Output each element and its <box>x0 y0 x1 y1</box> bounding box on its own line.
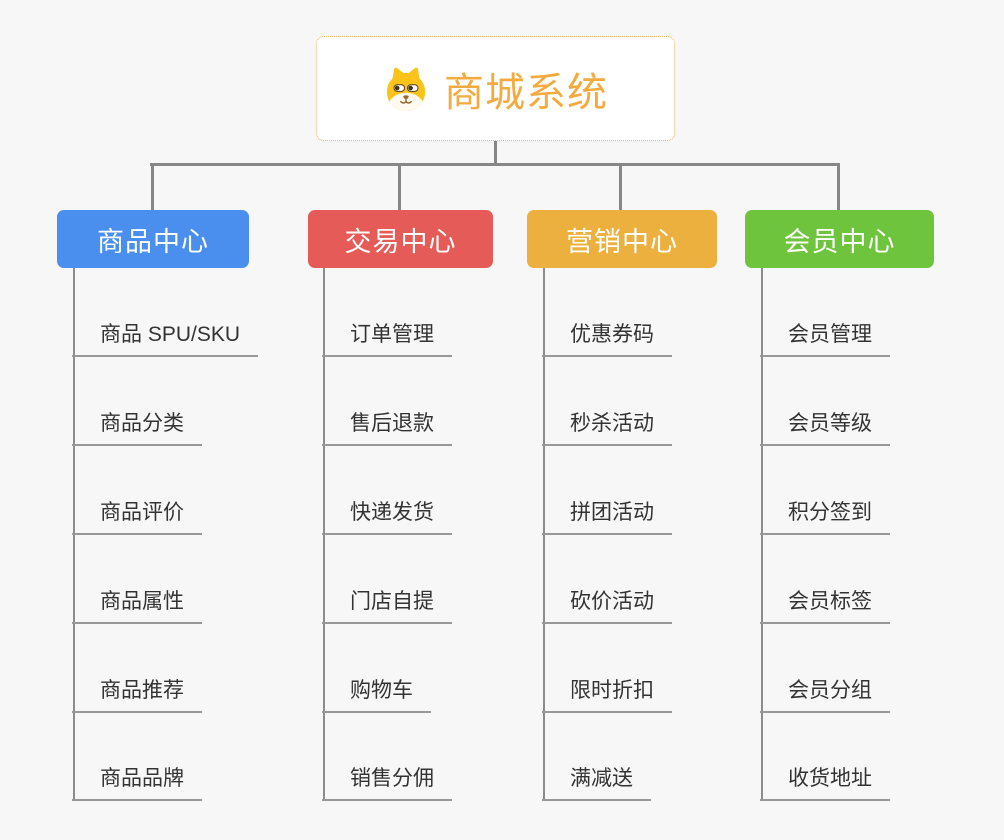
leaf-node[interactable]: 限时折扣 <box>542 677 672 713</box>
leaf-node[interactable]: 商品分类 <box>72 410 202 446</box>
connector-bus <box>150 163 840 166</box>
leaf-node[interactable]: 拼团活动 <box>542 499 672 535</box>
leaf-node[interactable]: 快递发货 <box>322 499 452 535</box>
leaf-node[interactable]: 会员标签 <box>760 588 890 624</box>
leaf-node[interactable]: 会员分组 <box>760 677 890 713</box>
branch-label: 会员中心 <box>783 226 896 257</box>
branch-node-members[interactable]: 会员中心 <box>745 210 934 268</box>
branch-label: 交易中心 <box>344 226 457 257</box>
leaf-node[interactable]: 商品评价 <box>72 499 202 535</box>
leaf-node[interactable]: 会员等级 <box>760 410 890 446</box>
leaf-node[interactable]: 砍价活动 <box>542 588 672 624</box>
connector-drop-trade <box>398 163 401 211</box>
leaf-node[interactable]: 订单管理 <box>322 321 452 357</box>
leaf-node[interactable]: 商品 SPU/SKU <box>72 321 259 357</box>
leaf-node[interactable]: 商品属性 <box>72 588 202 624</box>
leaf-node[interactable]: 积分签到 <box>760 499 890 535</box>
leaf-node[interactable]: 优惠券码 <box>542 321 672 357</box>
branch-node-products[interactable]: 商品中心 <box>57 210 249 268</box>
leaf-node[interactable]: 购物车 <box>322 677 431 713</box>
leaf-node[interactable]: 会员管理 <box>760 321 890 357</box>
branch-node-marketing[interactable]: 营销中心 <box>527 210 717 268</box>
branch-label: 营销中心 <box>566 226 678 257</box>
leaf-node[interactable]: 售后退款 <box>322 410 452 446</box>
connector-root-stub <box>494 141 497 164</box>
dog-face-icon <box>386 67 426 111</box>
leaf-node[interactable]: 满减送 <box>542 765 651 801</box>
root-title: 商城系统 <box>444 70 608 115</box>
leaf-node[interactable]: 门店自提 <box>322 588 452 624</box>
connector-drop-products <box>151 163 154 211</box>
connector-drop-members <box>837 163 840 211</box>
leaf-node[interactable]: 商品推荐 <box>72 677 202 713</box>
leaf-node[interactable]: 商品品牌 <box>72 765 202 801</box>
branch-node-trade[interactable]: 交易中心 <box>308 210 493 268</box>
connector-drop-marketing <box>619 163 622 211</box>
root-node[interactable]: 商城系统 <box>316 36 675 141</box>
leaf-node[interactable]: 收货地址 <box>760 765 890 801</box>
leaf-node[interactable]: 秒杀活动 <box>542 410 672 446</box>
branch-label: 商品中心 <box>97 226 209 257</box>
leaf-node[interactable]: 销售分佣 <box>322 765 452 801</box>
